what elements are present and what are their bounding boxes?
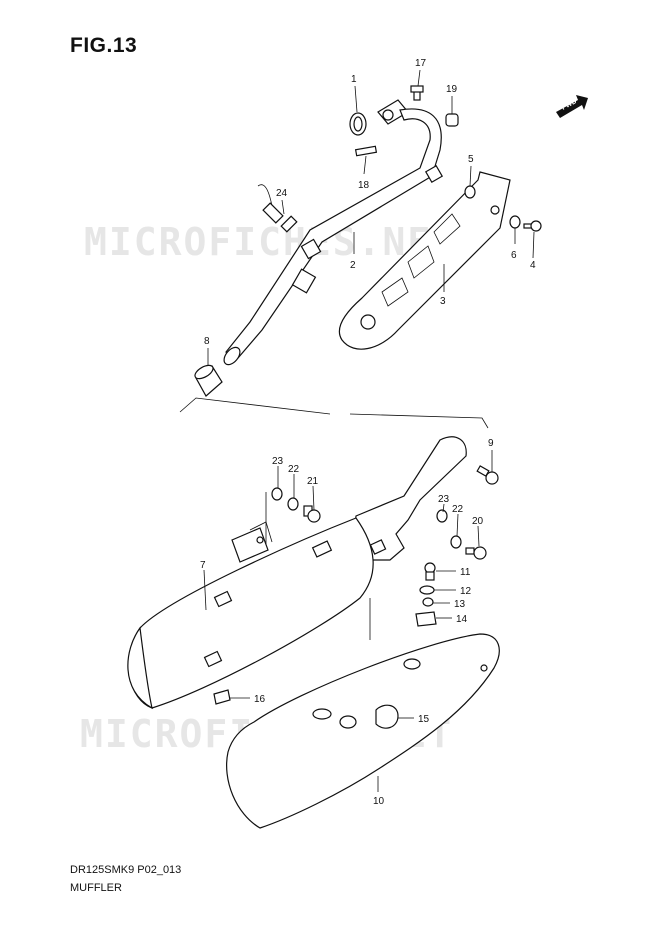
- callout-17: 17: [415, 58, 427, 69]
- callout-22-left: 22: [288, 464, 300, 475]
- callout-5: 5: [468, 154, 474, 165]
- callout-1: 1: [351, 74, 357, 85]
- callout-22-right: 22: [452, 504, 464, 515]
- washer-part-22-right: [450, 535, 462, 549]
- washer-part-22-left: [287, 497, 299, 511]
- bolt-part: [410, 85, 424, 101]
- callout-7: 7: [200, 560, 206, 571]
- heat-shield-part: [338, 171, 511, 350]
- leader-lines: [203, 69, 535, 792]
- section-break-line: [179, 397, 489, 429]
- callout-4: 4: [530, 260, 536, 271]
- callout-23-right: 23: [438, 494, 450, 505]
- washer-part-23-left: [271, 487, 283, 501]
- cap-part-15: [375, 704, 399, 729]
- cushion-part-14: [415, 611, 437, 627]
- callout-11: 11: [460, 567, 471, 578]
- callout-23-left: 23: [272, 456, 284, 467]
- callout-20: 20: [472, 516, 484, 527]
- diagram-name: MUFFLER: [70, 882, 122, 894]
- nut-part: [445, 113, 459, 127]
- muffler-part: [127, 436, 467, 710]
- diagram-code: DR125SMK9 P02_013: [70, 864, 182, 876]
- callout-12: 12: [460, 586, 472, 597]
- callout-10: 10: [373, 796, 385, 807]
- callout-21: 21: [307, 476, 319, 487]
- bolt-part-21: [303, 505, 321, 523]
- washer-part-5: [464, 185, 476, 199]
- exhaust-pipe-part: [223, 99, 444, 366]
- joint-pipe-part: [194, 364, 223, 397]
- callout-2: 2: [350, 260, 356, 271]
- oxygen-sensor-part: [257, 184, 298, 233]
- fwd-arrow-icon: FWD: [556, 95, 588, 118]
- callout-8: 8: [204, 336, 210, 347]
- callout-15: 15: [418, 714, 430, 725]
- screw-part-11: [424, 562, 436, 581]
- stud-bolt-part: [354, 145, 378, 157]
- watermark-top: MICROFICHES.NET: [84, 220, 458, 264]
- bolt-part-20: [465, 546, 487, 560]
- bolt-part-9: [476, 465, 499, 485]
- callout-19: 19: [446, 84, 458, 95]
- screw-part-4: [523, 220, 542, 232]
- callout-6: 6: [511, 250, 517, 261]
- callout-14: 14: [456, 614, 468, 625]
- callout-9: 9: [488, 438, 494, 449]
- clip-part-16: [213, 689, 231, 705]
- figure-title: FIG.13: [70, 34, 138, 57]
- washer-part-6: [509, 215, 521, 229]
- callout-16: 16: [254, 694, 266, 705]
- callout-24: 24: [276, 188, 288, 199]
- collar-part-12: [419, 585, 435, 595]
- muffler-cover-part: [226, 633, 500, 829]
- callout-18: 18: [358, 180, 370, 191]
- washer-part-13: [422, 597, 434, 607]
- callout-3: 3: [440, 296, 446, 307]
- callout-13: 13: [454, 599, 466, 610]
- washer-part-23-right: [436, 509, 448, 523]
